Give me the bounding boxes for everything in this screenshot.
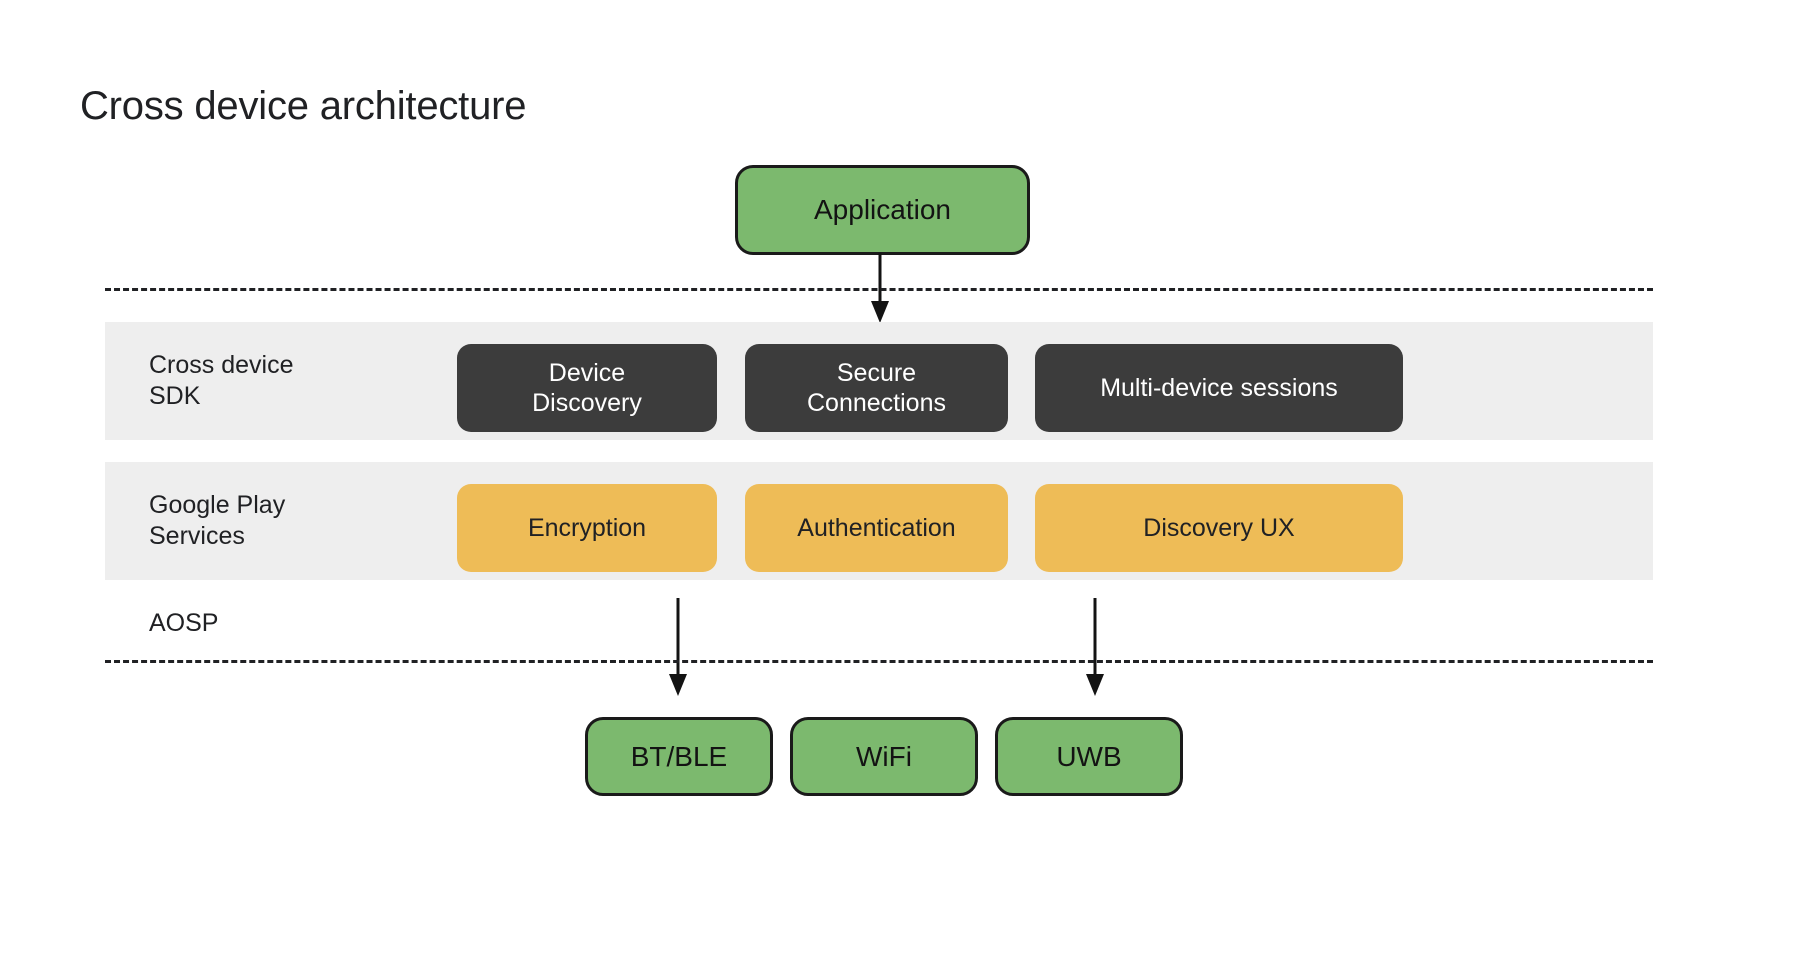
layer-label-google-play-services: Google Play Services (149, 491, 286, 550)
node-application[interactable]: Application (735, 165, 1030, 255)
node-btble[interactable]: BT/BLE (585, 717, 773, 796)
chip-secure-connections[interactable]: Secure Connections (745, 344, 1008, 432)
node-uwb[interactable]: UWB (995, 717, 1183, 796)
chip-discovery-ux[interactable]: Discovery UX (1035, 484, 1403, 572)
arrow-encryption-to-btble (669, 598, 687, 696)
node-wifi[interactable]: WiFi (790, 717, 978, 796)
chip-device-discovery[interactable]: Device Discovery (457, 344, 717, 432)
layer-label-cross-device-sdk: Cross device SDK (149, 351, 294, 410)
page-title: Cross device architecture (80, 84, 527, 128)
separator-above-sdk (105, 288, 1653, 291)
chip-multi-device-sessions[interactable]: Multi-device sessions (1035, 344, 1403, 432)
layer-band-google-play-services: Google Play Services Encryption Authenti… (105, 462, 1653, 580)
layer-band-cross-device-sdk: Cross device SDK Device Discovery Secure… (105, 322, 1653, 440)
layer-label-aosp: AOSP (149, 609, 219, 637)
arrow-application-to-sdk (871, 253, 889, 323)
chip-encryption[interactable]: Encryption (457, 484, 717, 572)
separator-below-aosp (105, 660, 1653, 663)
arrow-discovery-ux-to-uwb (1086, 598, 1104, 696)
chip-authentication[interactable]: Authentication (745, 484, 1008, 572)
